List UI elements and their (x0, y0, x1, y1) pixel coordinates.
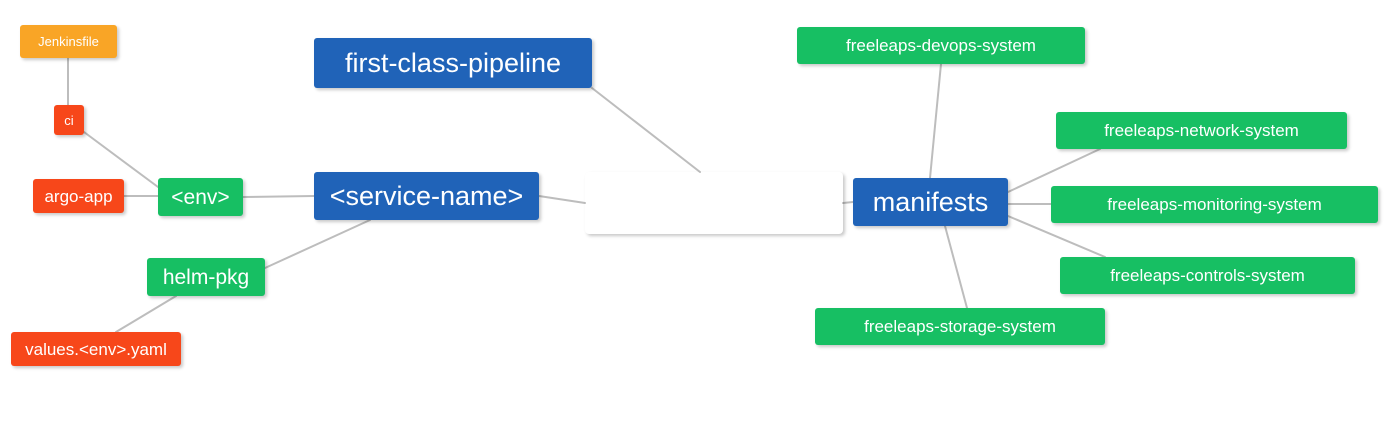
node-jenkinsfile[interactable]: Jenkinsfile (20, 25, 117, 58)
node-label-ci: ci (64, 112, 74, 128)
node-service-name[interactable]: <service-name> (314, 172, 539, 220)
node-values-env-yaml[interactable]: values.<env>.yaml (11, 332, 181, 366)
edge-helm-pkg-to-values-env-yaml (115, 295, 177, 333)
node-freeleaps-monitoring-system[interactable]: freeleaps-monitoring-system (1051, 186, 1378, 223)
edge-freeleaps-ops-to-manifests (842, 201, 854, 204)
node-freeleaps-network-system[interactable]: freeleaps-network-system (1056, 112, 1347, 149)
node-label-env: <env> (171, 185, 230, 209)
edge-service-name-to-helm-pkg (264, 219, 371, 269)
node-helm-pkg[interactable]: helm-pkg (147, 258, 265, 296)
node-freeleaps-ops[interactable]: freeleaps-ops (585, 172, 843, 234)
node-label-freeleaps-devops-system: freeleaps-devops-system (846, 36, 1036, 55)
node-label-values-env-yaml: values.<env>.yaml (25, 339, 167, 359)
edge-freeleaps-ops-to-service-name (538, 195, 586, 204)
node-label-freeleaps-storage-system: freeleaps-storage-system (864, 317, 1056, 336)
node-ci[interactable]: ci (54, 105, 84, 135)
node-label-helm-pkg: helm-pkg (162, 265, 250, 289)
node-first-class-pipeline[interactable]: first-class-pipeline (314, 38, 592, 88)
node-env[interactable]: <env> (158, 178, 243, 216)
node-freeleaps-storage-system[interactable]: freeleaps-storage-system (815, 308, 1105, 345)
node-label-freeleaps-monitoring-system: freeleaps-monitoring-system (1107, 195, 1322, 214)
node-label-manifests: manifests (872, 186, 989, 217)
edge-service-name-to-env (242, 195, 315, 198)
edge-freeleaps-ops-to-first-class-pipeline (591, 87, 701, 173)
node-freeleaps-devops-system[interactable]: freeleaps-devops-system (797, 27, 1085, 64)
node-label-freeleaps-controls-system: freeleaps-controls-system (1110, 266, 1305, 285)
node-argo-app[interactable]: argo-app (33, 179, 124, 213)
edge-manifests-to-freeleaps-storage-system (944, 225, 968, 309)
node-label-argo-app: argo-app (44, 186, 113, 206)
node-manifests[interactable]: manifests (853, 178, 1008, 226)
node-label-jenkinsfile: Jenkinsfile (38, 34, 99, 49)
node-label-freeleaps-ops: freeleaps-ops (620, 185, 808, 221)
node-label-first-class-pipeline: first-class-pipeline (344, 47, 562, 78)
node-freeleaps-controls-system[interactable]: freeleaps-controls-system (1060, 257, 1355, 294)
edge-manifests-to-freeleaps-devops-system (929, 63, 942, 179)
node-label-service-name: <service-name> (329, 180, 524, 211)
node-label-freeleaps-network-system: freeleaps-network-system (1104, 121, 1299, 140)
